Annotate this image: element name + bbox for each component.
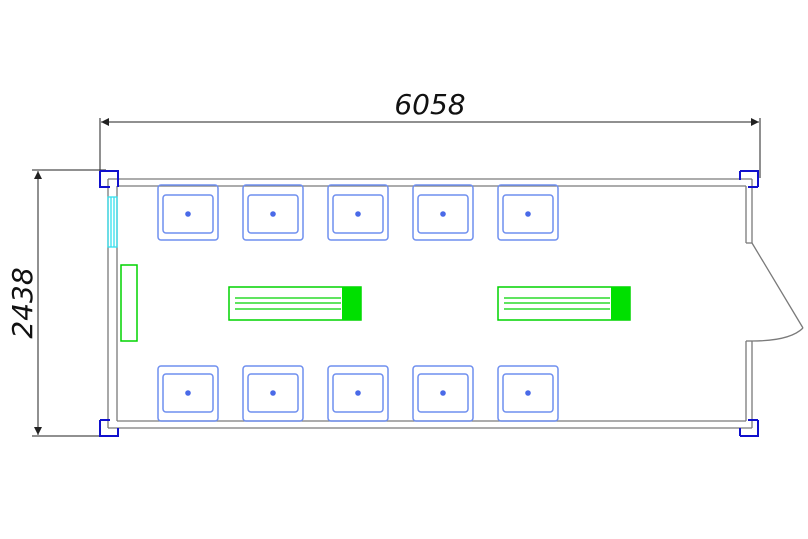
corner-fitting-top-left — [99, 170, 119, 188]
washbasin-bowl — [247, 373, 299, 413]
washbasin-outer — [412, 365, 474, 422]
corner-fitting-bottom-left — [99, 419, 119, 437]
bench-end-block — [611, 287, 630, 320]
side-bench — [120, 264, 138, 342]
washbasin-drain — [270, 211, 276, 217]
corner-fittings — [99, 170, 759, 437]
bench — [228, 286, 362, 321]
washbasin-bowl — [332, 373, 384, 413]
washbasin — [327, 365, 389, 422]
washbasin-drain — [185, 390, 191, 396]
washbasin-drain — [355, 211, 361, 217]
door — [751, 242, 804, 342]
washbasin-bowl — [332, 194, 384, 234]
washbasin-outer — [157, 184, 219, 241]
corner-fitting-top-right — [739, 170, 759, 188]
washbasin-outer — [242, 184, 304, 241]
washbasin-bowl — [247, 194, 299, 234]
bench-end-block — [342, 287, 361, 320]
washbasin-drain — [525, 211, 531, 217]
washbasin-bowl — [162, 194, 214, 234]
door-leaf — [751, 242, 804, 329]
door-swing-arc — [751, 327, 804, 342]
washbasin-drain — [355, 390, 361, 396]
washbasin — [497, 365, 559, 422]
washbasin-outer — [412, 184, 474, 241]
washbasin-outer — [497, 365, 559, 422]
window-frame — [107, 196, 118, 248]
washbasin-drain — [270, 390, 276, 396]
washbasin-outer — [327, 184, 389, 241]
washbasin-outer — [242, 365, 304, 422]
width-dimension: 2438 — [6, 169, 106, 437]
washbasin-outer — [157, 365, 219, 422]
washbasin — [412, 184, 474, 241]
washbasin-drain — [185, 211, 191, 217]
container-walls — [107, 178, 753, 429]
washbasin-drain — [525, 390, 531, 396]
washbasin — [497, 184, 559, 241]
washbasin — [412, 365, 474, 422]
corner-fitting-bottom-right — [739, 419, 759, 437]
washbasin — [327, 184, 389, 241]
washbasin — [242, 365, 304, 422]
length-label: 6058 — [394, 88, 465, 121]
washbasin-drain — [440, 211, 446, 217]
washbasin-bowl — [417, 194, 469, 234]
washbasin — [157, 184, 219, 241]
washbasin-outer — [327, 365, 389, 422]
washbasin — [242, 184, 304, 241]
washbasin-bowl — [417, 373, 469, 413]
washbasin-drain — [440, 390, 446, 396]
benches — [228, 286, 631, 321]
bench — [497, 286, 631, 321]
washbasin-bowl — [502, 194, 554, 234]
washbasins — [157, 184, 559, 422]
washbasin-bowl — [162, 373, 214, 413]
washbasin-bowl — [502, 373, 554, 413]
window — [107, 196, 118, 248]
washbasin — [157, 365, 219, 422]
length-dimension: 6058 — [99, 88, 761, 178]
washbasin-outer — [497, 184, 559, 241]
width-label: 2438 — [6, 267, 39, 338]
